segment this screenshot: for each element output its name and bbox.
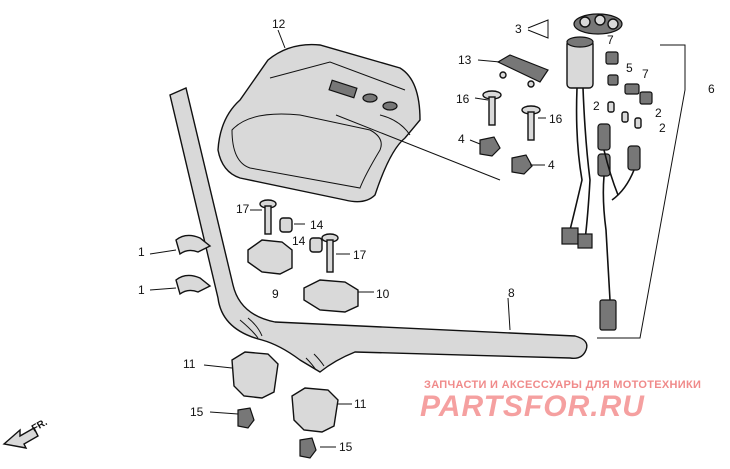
front-direction-label: FR. bbox=[30, 417, 50, 435]
callout-15b: 15 bbox=[339, 440, 353, 454]
handlebar bbox=[169, 87, 588, 373]
callout-4b: 4 bbox=[548, 158, 555, 172]
callout-5: 5 bbox=[626, 61, 633, 75]
callout-4a: 4 bbox=[458, 132, 465, 146]
indicator-assembly bbox=[597, 51, 653, 331]
callout-6: 6 bbox=[708, 82, 715, 96]
wire-clamps bbox=[175, 234, 212, 296]
handlebar-cover bbox=[217, 43, 421, 203]
callout-12: 12 bbox=[272, 17, 286, 31]
callout-17a: 17 bbox=[236, 202, 250, 216]
lower-holders bbox=[231, 351, 339, 459]
callout-11b: 11 bbox=[354, 397, 367, 411]
callout-7a: 7 bbox=[607, 33, 614, 47]
callout-9: 9 bbox=[272, 287, 279, 301]
leader-lines bbox=[149, 19, 686, 448]
callout-15a: 15 bbox=[190, 405, 204, 419]
callout-numbers: 12 3 13 7 5 7 6 16 2 2 2 16 4 4 17 14 14… bbox=[138, 17, 715, 454]
callout-8: 8 bbox=[508, 286, 515, 300]
callout-2c: 2 bbox=[659, 121, 666, 135]
callout-17b: 17 bbox=[353, 248, 367, 262]
watermark: ЗАПЧАСТИ И АКСЕССУАРЫ ДЛЯ МОТОТЕХНИКИ PA… bbox=[420, 379, 701, 423]
emblem bbox=[496, 54, 549, 88]
callout-7b: 7 bbox=[642, 67, 649, 81]
bolts-and-nuts bbox=[479, 90, 541, 175]
callout-3: 3 bbox=[515, 22, 522, 36]
callout-2a: 2 bbox=[593, 99, 600, 113]
riser-bolts bbox=[259, 199, 339, 273]
watermark-logo: PARTSFOR.RU bbox=[420, 390, 645, 423]
callout-10: 10 bbox=[376, 287, 390, 301]
callout-14a: 14 bbox=[310, 218, 324, 232]
callout-2b: 2 bbox=[655, 106, 662, 120]
front-direction-arrow: FR. bbox=[2, 417, 50, 449]
upper-holders bbox=[247, 239, 359, 313]
watermark-tagline: ЗАПЧАСТИ И АКСЕССУАРЫ ДЛЯ МОТОТЕХНИКИ bbox=[424, 379, 701, 391]
callout-13: 13 bbox=[458, 53, 472, 67]
callout-1b: 1 bbox=[138, 283, 145, 297]
callout-16b: 16 bbox=[549, 112, 563, 126]
callout-11a: 11 bbox=[183, 357, 196, 371]
ignition-switch bbox=[561, 13, 623, 249]
callout-14b: 14 bbox=[292, 234, 306, 248]
callout-16a: 16 bbox=[456, 92, 470, 106]
callout-1a: 1 bbox=[138, 245, 145, 259]
